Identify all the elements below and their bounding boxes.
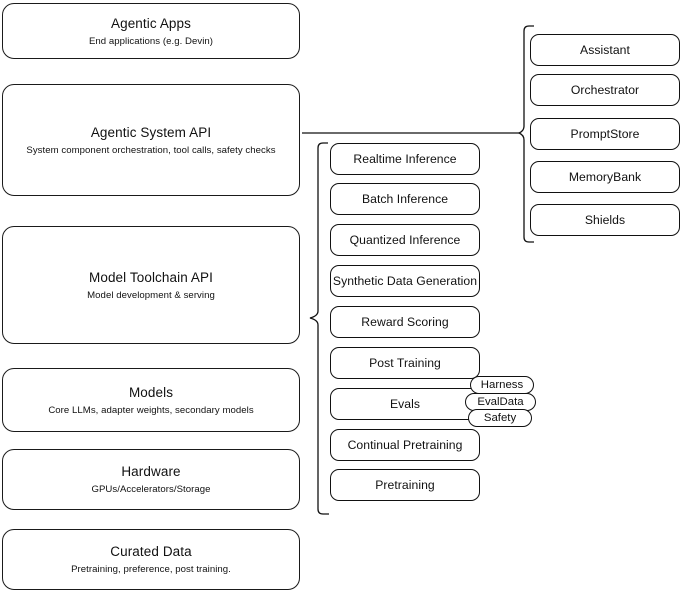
layer-subtitle: Model development & serving	[87, 289, 215, 301]
left-brace	[309, 142, 329, 515]
layer-subtitle: GPUs/Accelerators/Storage	[91, 484, 211, 495]
component-label: Shields	[584, 212, 626, 227]
layer-models[interactable]: Models Core LLMs, adapter weights, secon…	[2, 368, 300, 432]
layer-agentic-system-api[interactable]: Agentic System API System component orch…	[2, 84, 300, 196]
capability-realtime-inference[interactable]: Realtime Inference	[330, 143, 480, 175]
layer-title: Model Toolchain API	[89, 269, 213, 285]
capability-label: Evals	[389, 396, 421, 411]
component-shields[interactable]: Shields	[530, 204, 680, 236]
layer-hardware[interactable]: Hardware GPUs/Accelerators/Storage	[2, 449, 300, 510]
capability-batch-inference[interactable]: Batch Inference	[330, 183, 480, 215]
capability-continual-pretraining[interactable]: Continual Pretraining	[330, 429, 480, 461]
capability-label: Realtime Inference	[353, 151, 457, 166]
component-orchestrator[interactable]: Orchestrator	[530, 74, 680, 106]
capability-label: Synthetic Data Generation	[332, 273, 478, 288]
pill-safety[interactable]: Safety	[468, 409, 532, 427]
capability-label: Post Training	[369, 355, 441, 370]
pill-label: Safety	[483, 411, 517, 424]
layer-curated-data[interactable]: Curated Data Pretraining, preference, po…	[2, 529, 300, 590]
layer-subtitle: End applications (e.g. Devin)	[88, 35, 214, 47]
layer-subtitle: Pretraining, preference, post training.	[71, 564, 231, 575]
component-label: MemoryBank	[568, 169, 642, 184]
layer-title: Hardware	[121, 464, 181, 479]
layer-subtitle: Core LLMs, adapter weights, secondary mo…	[48, 404, 254, 416]
capability-synthetic-data-generation[interactable]: Synthetic Data Generation	[330, 265, 480, 297]
component-memorybank[interactable]: MemoryBank	[530, 161, 680, 193]
capability-label: Quantized Inference	[349, 232, 461, 247]
capability-quantized-inference[interactable]: Quantized Inference	[330, 224, 480, 256]
capability-label: Continual Pretraining	[347, 437, 463, 452]
pill-label: Harness	[480, 378, 524, 391]
component-label: Assistant	[580, 42, 630, 57]
capability-label: Reward Scoring	[361, 314, 449, 329]
capability-post-training[interactable]: Post Training	[330, 347, 480, 379]
capability-pretraining[interactable]: Pretraining	[330, 469, 480, 501]
capability-label: Pretraining	[375, 477, 435, 492]
layer-subtitle: System component orchestration, tool cal…	[26, 144, 276, 156]
capability-reward-scoring[interactable]: Reward Scoring	[330, 306, 480, 338]
component-label: PromptStore	[570, 126, 640, 141]
layer-agentic-apps[interactable]: Agentic Apps End applications (e.g. Devi…	[2, 3, 300, 59]
component-promptstore[interactable]: PromptStore	[530, 118, 680, 150]
capability-label: Batch Inference	[361, 191, 449, 206]
layer-title: Agentic Apps	[110, 15, 191, 31]
pill-harness[interactable]: Harness	[470, 376, 534, 394]
capability-evals[interactable]: Evals	[330, 388, 480, 420]
layer-title: Models	[128, 384, 174, 400]
layer-model-toolchain-api[interactable]: Model Toolchain API Model development & …	[2, 226, 300, 344]
layer-title: Curated Data	[110, 544, 192, 559]
component-assistant[interactable]: Assistant	[530, 34, 680, 66]
pill-label: EvalData	[477, 395, 524, 408]
component-label: Orchestrator	[570, 82, 640, 97]
layer-title: Agentic System API	[90, 124, 212, 140]
